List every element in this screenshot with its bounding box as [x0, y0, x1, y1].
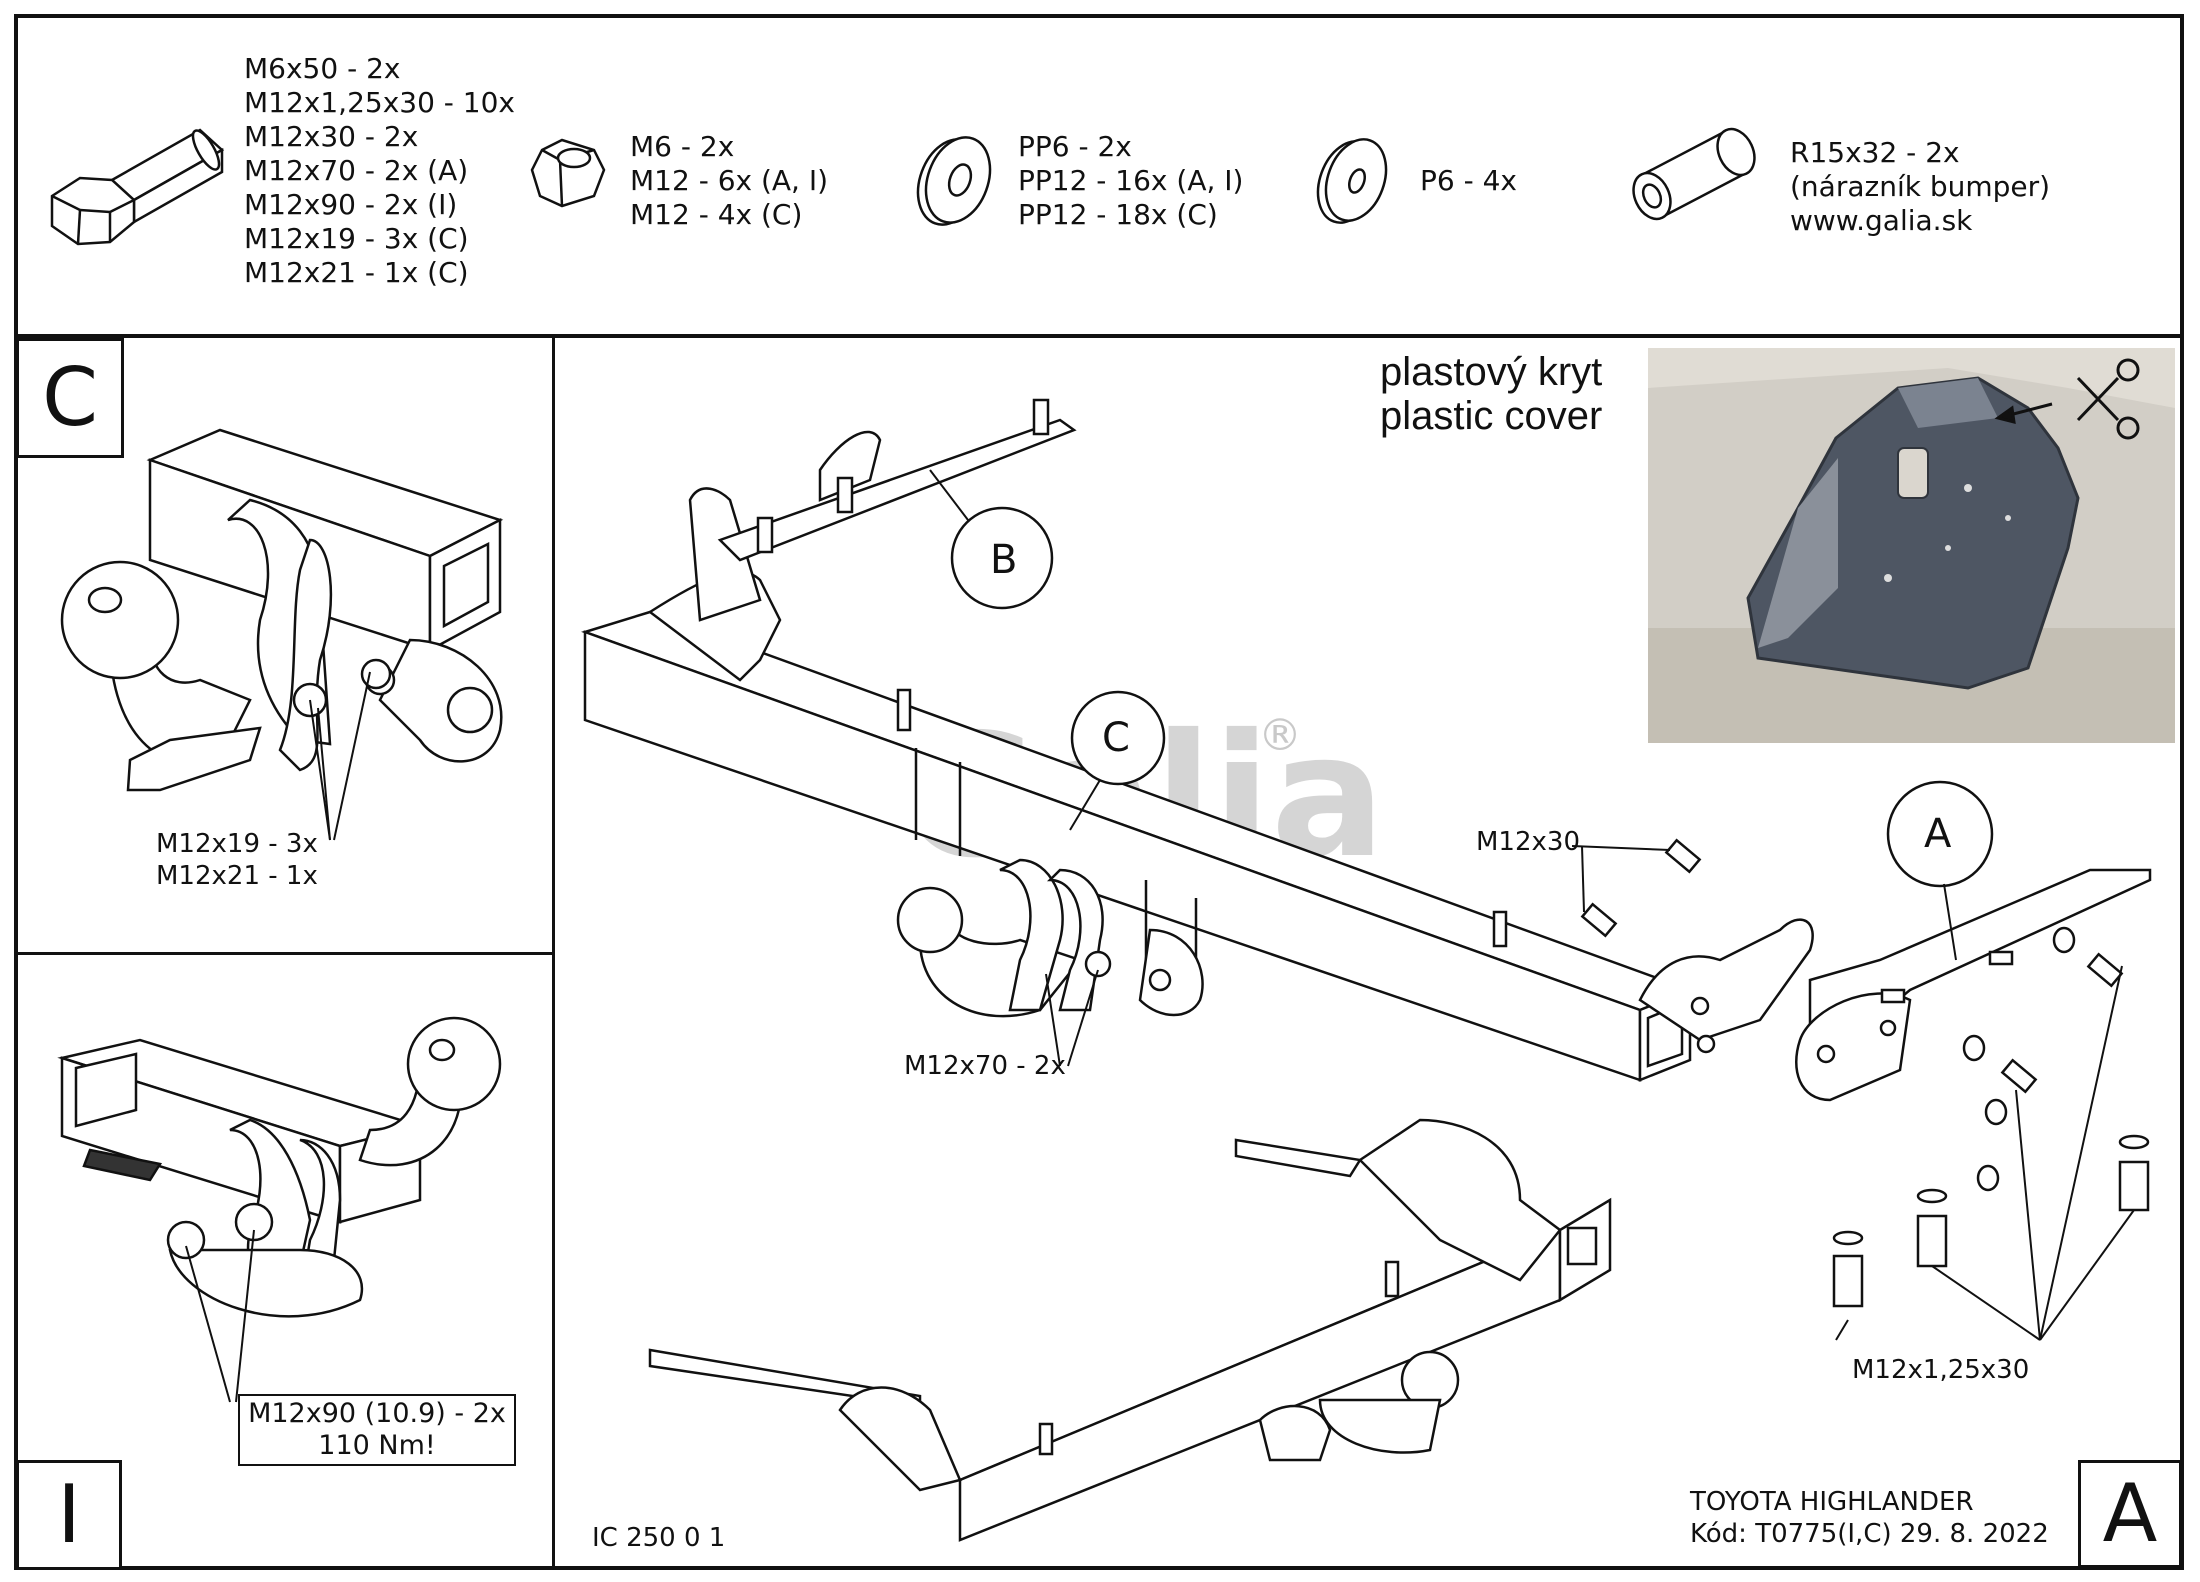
- spacer-item: (nárazník bumper): [1790, 170, 2051, 203]
- header-divider: [14, 334, 2184, 338]
- callout-a-circle: [1886, 780, 1994, 888]
- plastic-cover-photo: [1648, 348, 2175, 743]
- spring-washer-list: P6 - 4x: [1420, 164, 1517, 198]
- bolt-list: M6x50 - 2x M12x1,25x30 - 10x M12x30 - 2x…: [244, 52, 515, 290]
- bolt-icon: [50, 128, 225, 246]
- m12x125-label: M12x1,25x30: [1852, 1355, 2030, 1385]
- bolt-item: M12x30 - 2x: [244, 120, 419, 153]
- panel-letter: I: [57, 1468, 81, 1561]
- washer-item: P6 - 4x: [1420, 164, 1517, 197]
- vehicle-code-date: Kód: T0775(I,C) 29. 8. 2022: [1690, 1519, 2049, 1549]
- panel-c-letter: C: [16, 338, 124, 458]
- spring-washer-icon: [1316, 138, 1388, 224]
- m12x70-label: M12x70 - 2x: [904, 1051, 1066, 1081]
- torque-bolt: M12x90 (10.9) - 2x: [248, 1398, 506, 1429]
- bolt-item: M6x50 - 2x: [244, 52, 401, 85]
- nut-list: M6 - 2x M12 - 6x (A, I) M12 - 4x (C): [630, 130, 828, 232]
- panel-i-letter: I: [16, 1460, 122, 1570]
- left-panels-divider: [14, 952, 554, 955]
- callout-c-label: C: [1102, 715, 1130, 761]
- drawing-code: IC 250 0 1: [592, 1523, 726, 1553]
- spacer-list: R15x32 - 2x (nárazník bumper) www.galia.…: [1790, 136, 2050, 238]
- panel-c-labels: M12x19 - 3x M12x21 - 1x: [156, 828, 318, 892]
- washer-item: PP6 - 2x: [1018, 130, 1132, 163]
- drawing-frame: [14, 14, 2184, 1570]
- panel-letter: A: [2102, 1467, 2158, 1560]
- callout-b-label: B: [990, 537, 1018, 583]
- vehicle-model: TOYOTA HIGHLANDER: [1690, 1487, 1974, 1517]
- torque-value: 110 Nm!: [318, 1430, 436, 1461]
- svg-text:®: ®: [1258, 710, 1302, 761]
- flat-washer-list: PP6 - 2x PP12 - 16x (A, I) PP12 - 18x (C…: [1018, 130, 1243, 232]
- bolt-item: M12x1,25x30 - 10x: [244, 86, 516, 119]
- washer-item: PP12 - 18x (C): [1018, 198, 1218, 231]
- nut-item: M12 - 6x (A, I): [630, 164, 829, 197]
- callout-b-circle: [950, 506, 1054, 610]
- panel-a-letter: A: [2078, 1460, 2182, 1568]
- note-line-en: plastic cover: [1380, 394, 1603, 438]
- spacer-tube-icon: [1632, 127, 1756, 221]
- plastic-cover-note: plastový kryt plastic cover: [1380, 350, 1602, 438]
- spacer-item: R15x32 - 2x: [1790, 136, 1960, 169]
- panel-c-leader-lines: [309, 671, 371, 841]
- bolt-item: M12x19 - 3x (C): [244, 222, 469, 255]
- m12x30-label: M12x30: [1476, 827, 1580, 857]
- nut-item: M12 - 4x (C): [630, 198, 803, 231]
- leader-lines: [929, 469, 2135, 1341]
- callout-a-label: A: [1924, 811, 1952, 857]
- website-text: www.galia.sk: [1790, 204, 1973, 237]
- panel-letter: C: [42, 351, 98, 444]
- scissors-icon: [1994, 358, 2140, 440]
- note-line-cz: plastový kryt: [1380, 350, 1603, 394]
- bolt-label: M12x19 - 3x: [156, 829, 318, 859]
- washer-item: PP12 - 16x (A, I): [1018, 164, 1244, 197]
- nut-icon: [530, 138, 606, 208]
- bolt-label: M12x21 - 1x: [156, 861, 318, 891]
- callout-c-circle: [1070, 690, 1166, 786]
- bolt-item: M12x21 - 1x (C): [244, 256, 469, 289]
- bolt-item: M12x70 - 2x (A): [244, 154, 469, 187]
- nut-item: M6 - 2x: [630, 130, 735, 163]
- bolt-item: M12x90 - 2x (I): [244, 188, 458, 221]
- flat-washer-icon: [916, 136, 992, 226]
- vehicle-info: TOYOTA HIGHLANDER Kód: T0775(I,C) 29. 8.…: [1690, 1486, 2049, 1550]
- plastic-cover-photo-art: [1648, 348, 2175, 743]
- torque-box: M12x90 (10.9) - 2x 110 Nm!: [238, 1394, 516, 1466]
